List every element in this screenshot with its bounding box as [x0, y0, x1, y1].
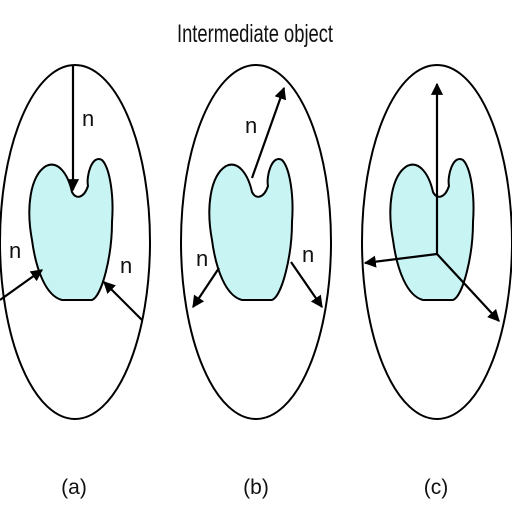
panel-b: n n n (b)	[180, 64, 332, 499]
panel-c-object-shape	[389, 158, 475, 301]
panel-a-right-normal-arrow	[103, 281, 143, 321]
panel-c-caption: (c)	[424, 476, 449, 499]
panel-b-object-shape	[208, 158, 294, 301]
panel-c-left-axis-arrow	[363, 252, 438, 268]
panel-b-normal-label-top: n	[245, 113, 257, 138]
panel-b-normal-label-right: n	[302, 242, 314, 267]
panel-a-normal-label-right: n	[120, 253, 132, 278]
panel-a-normal-label-top: n	[82, 106, 94, 131]
diagram-title: Intermediate object	[177, 20, 333, 48]
panel-c-diagonal-axis-arrow	[436, 253, 500, 322]
panel-a-object-shape	[28, 158, 114, 301]
panel-a-caption: (a)	[61, 476, 87, 499]
panel-b-caption: (b)	[243, 476, 269, 499]
panel-b-top-normal-arrow	[250, 86, 287, 179]
panel-b-normal-label-left: n	[196, 246, 208, 271]
panel-b-left-normal-arrow	[192, 267, 220, 309]
panel-c: (c)	[361, 64, 512, 499]
panel-a-normal-label-left: n	[9, 238, 21, 263]
panel-a: n n n (a)	[0, 64, 151, 499]
panel-b-right-normal-arrow	[290, 261, 323, 308]
panel-a-left-normal-arrow	[0, 269, 43, 301]
